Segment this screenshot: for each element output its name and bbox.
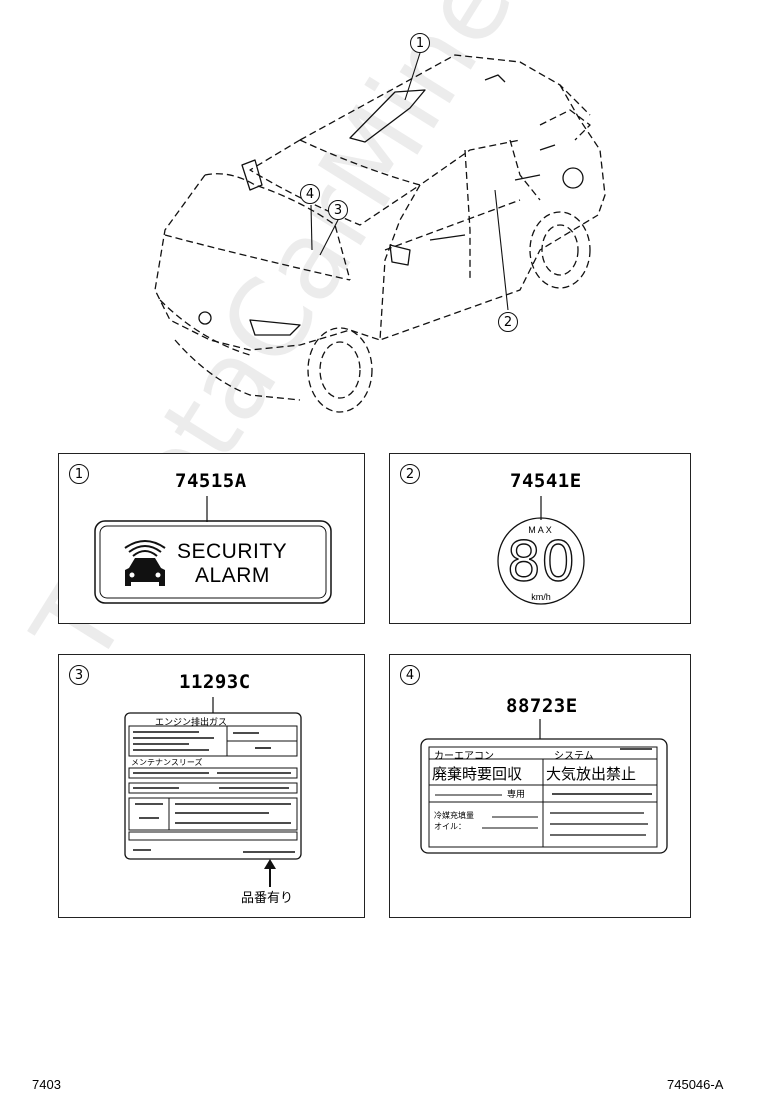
vehicle-callout-4: 4 — [300, 184, 320, 204]
part-number-note: 品番有り — [241, 891, 294, 906]
emission-title: エンジン排出ガス — [155, 718, 228, 728]
vehicle-callout-3: 3 — [328, 200, 348, 220]
leader-lines — [94, 496, 332, 604]
aircon-right-big: 大気放出禁止 — [546, 765, 637, 783]
part-number-11293C: 11293C — [179, 671, 251, 693]
aircon-oil: オイル： — [434, 822, 466, 831]
aircon-header-left: カーエアコン — [434, 751, 494, 762]
unit-label: km/h — [531, 592, 551, 602]
label-alarm: ALARM — [195, 564, 270, 587]
aircon-header-right: システム — [554, 751, 594, 762]
vehicle-callout-2: 2 — [498, 312, 518, 332]
panel-callout-1: 1 — [69, 464, 89, 484]
speed-sticker — [497, 496, 585, 605]
vehicle-illustration — [154, 52, 606, 413]
panel-88723E: 4 88723E カーエアコン システム 廃棄時要回収 大気放出禁止 専用 冷媒… — [389, 654, 691, 918]
panel-callout-2: 2 — [400, 464, 420, 484]
part-number-74541E: 74541E — [510, 470, 582, 492]
emission-label — [124, 697, 302, 887]
part-number-88723E: 88723E — [506, 695, 578, 717]
roof-outline — [299, 54, 591, 141]
aircon-dedicated: 専用 — [507, 790, 526, 800]
speed-value: 80 — [506, 530, 576, 593]
panel-11293C: 3 11293C エンジン排出ガス メンテナンスリーズ — [58, 654, 365, 918]
panel-callout-4: 4 — [400, 665, 420, 685]
label-security: SECURITY — [177, 540, 288, 563]
aircon-left-big: 廃棄時要回収 — [432, 765, 523, 783]
vehicle-callout-1: 1 — [410, 33, 430, 53]
max-label: MAX — [528, 525, 554, 535]
panel-callout-3: 3 — [69, 665, 89, 685]
footer-drawing-id: 745046-A — [667, 1077, 724, 1092]
aircon-refrigerant: 冷媒充填量 — [434, 811, 474, 820]
panel-74541E: 2 74541E MAX 80 km/h — [389, 453, 691, 624]
security-car-icon — [124, 540, 166, 586]
maintenance-subtitle: メンテナンスリーズ — [131, 758, 203, 767]
footer-page-number: 7403 — [32, 1077, 61, 1092]
aircon-label — [420, 719, 668, 854]
part-number-74515A: 74515A — [175, 470, 247, 492]
panel-74515A: 1 74515A SECURITY ALARM — [58, 453, 365, 624]
aircon-warning-text — [550, 812, 648, 836]
